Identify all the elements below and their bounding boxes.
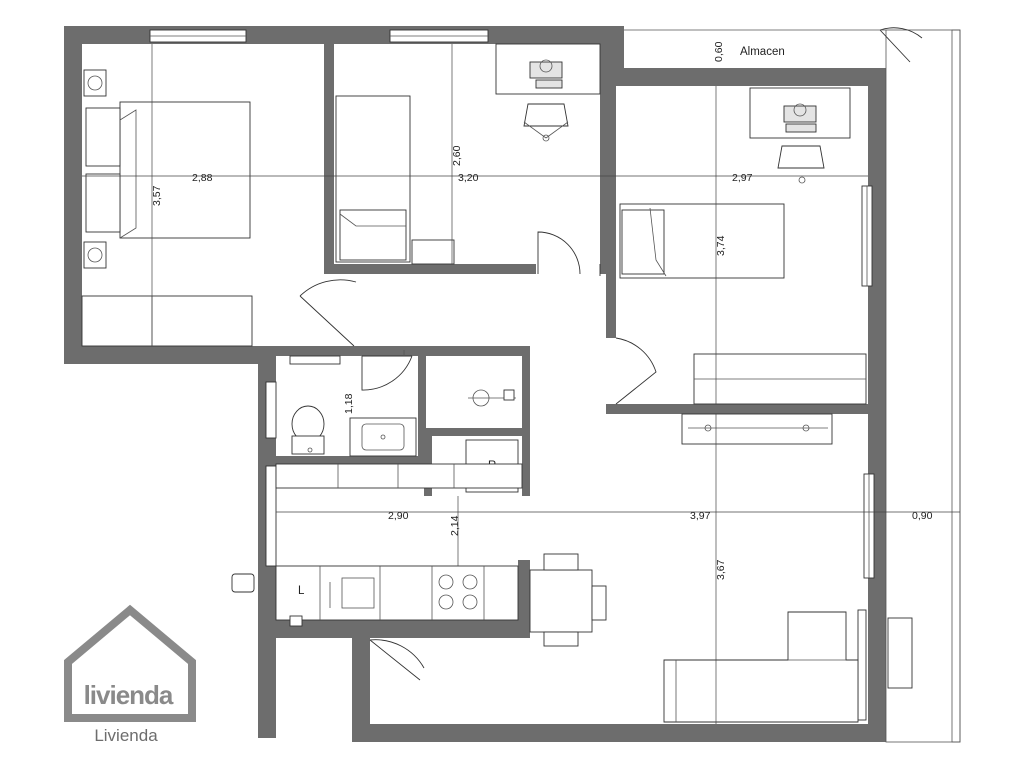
wall-kitchen-bottom <box>258 620 530 638</box>
door-entry <box>369 639 425 681</box>
armchair-terrace <box>887 617 913 689</box>
dimension-lines <box>82 44 960 724</box>
living-width-dim: 3,97 <box>690 510 711 522</box>
living-room <box>663 413 913 723</box>
tv-unit <box>681 413 833 445</box>
hob-1 <box>438 574 454 590</box>
kitchen-depth-dim: 2,14 <box>449 515 461 536</box>
logo-house-icon <box>64 604 196 722</box>
wall-bedroom-bottom <box>64 346 258 364</box>
wardrobe-2 <box>411 239 455 265</box>
wall-bath-right <box>522 346 530 496</box>
bathroom: 1,18 <box>289 350 516 457</box>
dining-table <box>529 569 593 633</box>
window-living-low <box>857 609 867 721</box>
wall-bed1-bed2 <box>324 44 334 274</box>
logo-brand-text: Livienda <box>94 726 158 745</box>
wall-bath-top <box>258 346 530 356</box>
storage-label: Almacen <box>740 46 785 58</box>
chair-3 <box>777 145 825 169</box>
bedroom-3 <box>615 87 867 405</box>
living-depth-dim: 3,67 <box>715 559 727 580</box>
counter <box>275 565 519 621</box>
door-master <box>299 279 357 347</box>
hob-2 <box>462 574 478 590</box>
wall-bed3-left <box>606 86 616 338</box>
wall-bed2-right <box>600 44 608 274</box>
monitor-3 <box>783 105 817 123</box>
washer-label: L <box>298 585 305 597</box>
wall-storage-left <box>606 26 624 86</box>
nightstand-bottom <box>83 241 107 269</box>
storage-room: Almacen 0,60 <box>624 29 886 62</box>
window-kitchen <box>265 465 277 567</box>
livienda-logo: livienda Livienda <box>64 604 196 745</box>
master-width-dim: 2,88 <box>192 172 213 184</box>
hob-3 <box>438 594 454 610</box>
terrace <box>879 27 961 743</box>
wall-bed3-bottom <box>606 404 868 414</box>
bath-shelf <box>289 355 341 365</box>
kitchen-width-dim: 2,90 <box>388 510 409 522</box>
wall-right <box>868 68 886 742</box>
wall-top <box>64 26 624 44</box>
wall-left-upper <box>64 26 82 364</box>
wall-stub-right-top <box>868 286 886 296</box>
sink <box>341 577 375 609</box>
monitor-2 <box>529 61 563 79</box>
door-bedroom-2 <box>537 231 601 276</box>
logo-mark-text: livienda <box>84 680 174 710</box>
pillow-top <box>85 107 121 167</box>
terrace-width-dim: 0,90 <box>912 510 933 522</box>
wardrobe-master <box>81 295 253 347</box>
wall-entry-left <box>352 638 370 742</box>
wall-storage-bottom <box>606 68 886 86</box>
wall-fridge-left <box>424 428 432 496</box>
sofa <box>663 611 859 723</box>
dining-area <box>529 553 607 647</box>
window-bath <box>265 381 277 439</box>
door-bathroom <box>361 355 413 391</box>
bedroom3-width-dim: 2,97 <box>732 172 753 184</box>
wall-bath-mid <box>418 346 426 456</box>
chair-2 <box>523 103 569 127</box>
storage-depth-dim: 0,60 <box>713 41 725 62</box>
wall-fridge-top <box>424 428 530 436</box>
bedroom-2 <box>335 43 601 276</box>
wall-bath-bottom <box>258 456 424 464</box>
pillow-bottom <box>85 173 121 233</box>
windows <box>149 29 875 721</box>
door-bedroom-3 <box>615 337 657 405</box>
master-bedroom <box>81 69 253 347</box>
wall-bottom <box>352 724 886 742</box>
bedroom2-depth-dim: 2,60 <box>451 145 463 166</box>
hob-4 <box>462 594 478 610</box>
upper-cabinets <box>275 463 523 489</box>
kitchen: L <box>231 463 523 627</box>
wall-kitchen-end <box>518 560 530 638</box>
bedroom2-width-dim: 3,20 <box>458 172 479 184</box>
bathroom-depth-dim: 1,18 <box>343 393 355 414</box>
wall-bed2-bottom <box>324 264 536 274</box>
master-depth-dim: 3,57 <box>151 185 163 206</box>
nightstand-top <box>83 69 107 97</box>
dimension-texts: 2,88 3,57 3,20 2,60 2,97 3,74 2,90 2,14 … <box>151 145 933 580</box>
double-bed <box>119 101 251 239</box>
bedroom3-depth-dim: 3,74 <box>715 235 727 256</box>
wall-heater <box>231 573 255 593</box>
